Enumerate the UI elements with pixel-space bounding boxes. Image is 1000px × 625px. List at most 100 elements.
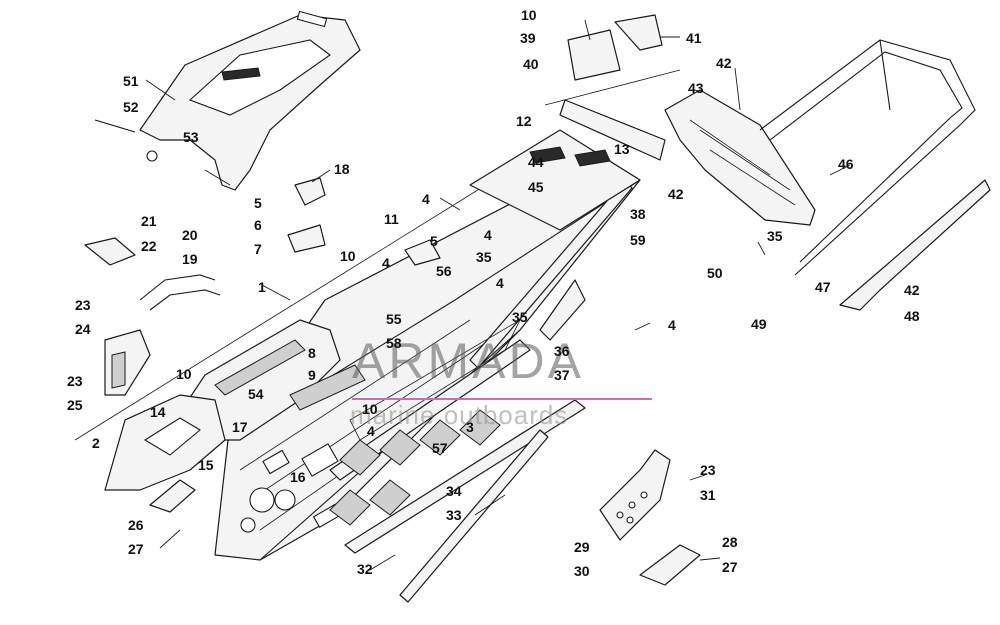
callout-label: 14 — [150, 404, 166, 420]
callout-label: 10 — [521, 7, 537, 23]
callout-label: 42 — [904, 282, 920, 298]
slide-rails — [329, 179, 633, 554]
callout-label: 56 — [436, 263, 452, 279]
callout-label: 26 — [128, 517, 144, 533]
callout-label: 6 — [254, 217, 262, 233]
callout-label: 38 — [630, 206, 646, 222]
callout-label: 35 — [767, 228, 783, 244]
mount-plate — [287, 224, 326, 253]
callout-label: 4 — [367, 423, 375, 439]
callout-label: 33 — [446, 507, 462, 523]
callout-label: 5 — [430, 233, 438, 249]
callout-label: 39 — [520, 30, 536, 46]
callout-label: 4 — [496, 275, 504, 291]
watermark-rule — [352, 398, 652, 400]
handle-grip — [294, 177, 326, 206]
callout-label: 28 — [722, 534, 738, 550]
callout-label: 12 — [516, 113, 532, 129]
callout-label: 10 — [176, 366, 192, 382]
callout-label: 53 — [183, 129, 199, 145]
callout-label: 48 — [904, 308, 920, 324]
seat-pin — [94, 119, 136, 133]
tunnel-frame — [214, 159, 641, 561]
callout-label: 17 — [232, 419, 248, 435]
front-cup — [149, 479, 196, 513]
callout-label: 42 — [668, 186, 684, 202]
rear-bumper — [759, 39, 976, 276]
callout-label: 52 — [123, 99, 139, 115]
hitch-cover — [614, 14, 663, 51]
callout-label: 49 — [751, 316, 767, 332]
callout-label: 4 — [382, 255, 390, 271]
reference-line — [544, 69, 681, 106]
callout-label: 46 — [838, 156, 854, 172]
callout-label: 4 — [668, 317, 676, 333]
rear-bracket — [559, 99, 666, 161]
callout-label: 42 — [716, 55, 732, 71]
callout-label: 41 — [686, 30, 702, 46]
callout-label: 31 — [700, 487, 716, 503]
footrest-plate — [599, 449, 671, 541]
callout-label: 32 — [357, 561, 373, 577]
callout-label: 15 — [198, 457, 214, 473]
callout-label: 23 — [67, 373, 83, 389]
front-side-panel — [104, 394, 226, 491]
front-mount-bracket — [104, 274, 221, 396]
callout-label: 30 — [574, 563, 590, 579]
callout-label: 35 — [476, 249, 492, 265]
callout-label: 58 — [386, 335, 402, 351]
callout-label: 10 — [362, 401, 378, 417]
callout-label: 16 — [290, 469, 306, 485]
callout-label: 54 — [248, 386, 264, 402]
callout-label: 36 — [554, 343, 570, 359]
callout-label: 27 — [128, 541, 144, 557]
leader-lines — [145, 19, 851, 571]
callout-label: 47 — [815, 279, 831, 295]
callout-label: 20 — [182, 227, 198, 243]
callout-label: 19 — [182, 251, 198, 267]
callout-label: 5 — [254, 195, 262, 211]
callout-label: 40 — [523, 56, 539, 72]
callout-label: 7 — [254, 241, 262, 257]
callout-label: 43 — [688, 80, 704, 96]
callout-label: 13 — [614, 141, 630, 157]
rear-cup — [639, 544, 701, 586]
right-bracket — [539, 279, 586, 341]
callout-label: 22 — [141, 238, 157, 254]
callout-label: 2 — [92, 435, 100, 451]
callout-label: 23 — [75, 297, 91, 313]
mount-bracket — [404, 239, 441, 266]
callout-label: 10 — [340, 248, 356, 264]
hitch-bracket — [567, 29, 621, 81]
callout-label: 8 — [308, 345, 316, 361]
callout-label: 29 — [574, 539, 590, 555]
callout-label: 44 — [528, 154, 544, 170]
storage-cover — [84, 237, 136, 266]
rear-heat-exchanger — [469, 129, 641, 231]
callout-label: 4 — [484, 227, 492, 243]
cross-tube — [399, 429, 549, 603]
callout-label: 35 — [512, 309, 528, 325]
callout-label: 37 — [554, 367, 570, 383]
rear-snow-flap — [664, 89, 816, 226]
seat — [139, 10, 361, 191]
seat-grommet — [146, 150, 158, 162]
callout-label: 1 — [258, 279, 266, 295]
callout-label: 50 — [707, 265, 723, 281]
callout-label: 18 — [334, 161, 350, 177]
callout-label: 11 — [384, 211, 399, 227]
callout-label: 23 — [700, 462, 716, 478]
side-skirt — [839, 179, 991, 311]
watermark-brand: ARMADA — [352, 333, 584, 389]
reference-line — [74, 169, 511, 441]
callout-label: 27 — [722, 559, 738, 575]
callout-label: 59 — [630, 232, 646, 248]
callout-label: 45 — [528, 179, 544, 195]
callout-label: 57 — [432, 440, 448, 456]
callout-label: 55 — [386, 311, 402, 327]
callout-label: 51 — [123, 73, 139, 89]
callout-label: 4 — [422, 191, 430, 207]
callout-label: 34 — [446, 483, 462, 499]
